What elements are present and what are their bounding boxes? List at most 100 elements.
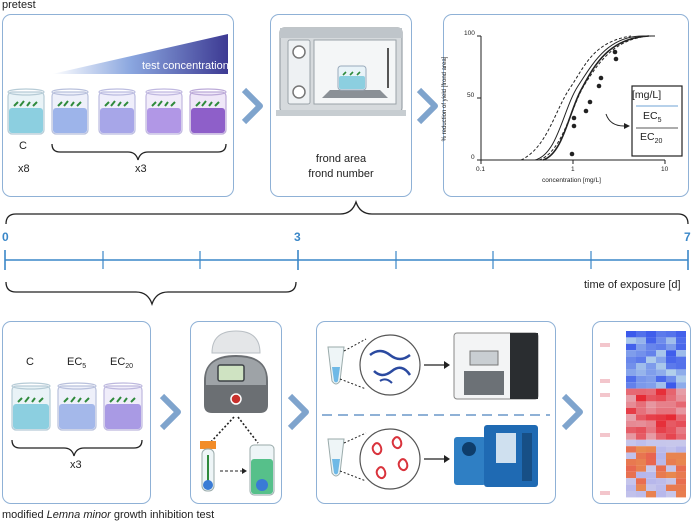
heatmap-cell <box>676 401 686 408</box>
heatmap-cell <box>646 395 656 402</box>
heatmap-cell <box>626 459 636 466</box>
heatmap-cell <box>666 484 676 491</box>
heatmap-cell <box>676 343 686 351</box>
heatmap-cell <box>646 331 656 338</box>
heatmap-cell <box>636 478 646 485</box>
heatmap-cell <box>636 459 646 466</box>
mod-ec5-label: EC5 <box>67 356 86 370</box>
heatmap-cell <box>666 369 676 376</box>
heatmap-cell <box>626 478 636 485</box>
heatmap-cell <box>636 433 646 440</box>
heatmap-annotation-mark <box>600 393 610 397</box>
heatmap-cell <box>666 427 676 434</box>
heatmap-cell <box>666 491 676 498</box>
legend-ec20: EC20 <box>640 131 662 145</box>
heatmap-cell <box>626 420 636 427</box>
heatmap-cell <box>646 350 656 357</box>
heatmap-cell <box>656 446 666 453</box>
heatmap-cell <box>646 420 656 427</box>
heatmap-cell <box>626 446 636 453</box>
legend-ec5: EC5 <box>643 110 662 124</box>
legend-ec20-base: EC <box>640 131 655 143</box>
legend-ec20-sub: 20 <box>654 138 663 146</box>
heatmap-cell <box>666 356 676 363</box>
heatmap-cell <box>676 484 686 491</box>
heatmap-cell <box>636 427 646 434</box>
heatmap-cell <box>636 331 646 338</box>
heatmap-cell <box>626 452 636 459</box>
heatmap-cell <box>666 337 676 344</box>
control-label: C <box>19 140 27 152</box>
heatmap-cell <box>676 337 686 344</box>
caption-before: modified <box>2 509 47 521</box>
heatmap <box>600 331 686 498</box>
heatmap-cell <box>646 459 656 466</box>
heatmap-cell <box>666 407 676 415</box>
gradient-label: test concentration <box>142 60 229 72</box>
heatmap-annotation-mark <box>600 379 610 383</box>
legend-ec5-base: EC <box>643 110 658 122</box>
heatmap-annotation-mark <box>600 433 610 437</box>
concentration-gradient <box>52 34 228 74</box>
arrow-right-3 <box>159 393 181 431</box>
heatmap-cell <box>666 375 676 383</box>
heatmap-cell <box>646 407 656 415</box>
heatmap-cell <box>636 452 646 459</box>
mod-count: x3 <box>70 459 82 471</box>
heatmap-cell <box>646 382 656 389</box>
heatmap-cell <box>666 350 676 357</box>
heatmap-cell <box>666 401 676 408</box>
heatmap-cell <box>636 484 646 491</box>
arrow-right-5 <box>561 393 583 431</box>
heatmap-cell <box>646 401 656 408</box>
x-tick-1: 1 <box>571 166 575 173</box>
heatmap-cell <box>656 414 666 421</box>
heatmap-cell <box>656 459 666 466</box>
heatmap-cell <box>656 382 666 389</box>
beaker-ec20 <box>103 382 143 431</box>
heatmap-cell <box>636 388 646 395</box>
heatmap-cell <box>626 337 636 344</box>
heatmap-cell <box>646 356 656 363</box>
heatmap-cell <box>676 414 686 421</box>
heatmap-cell <box>646 478 656 485</box>
extraction-illustration <box>200 330 275 496</box>
heatmap-cell <box>626 491 636 498</box>
heatmap-cell <box>676 363 686 370</box>
heatmap-cell <box>666 465 676 472</box>
heatmap-cell <box>626 427 636 434</box>
heatmap-cell <box>676 356 686 363</box>
heatmap-cell <box>656 375 666 383</box>
heatmap-cell <box>646 427 656 434</box>
heatmap-cell <box>636 439 646 447</box>
omics-illustration <box>322 332 550 490</box>
heatmap-cell <box>646 388 656 395</box>
heatmap-cell <box>626 343 636 351</box>
timeline-mid: 3 <box>294 230 301 244</box>
heatmap-cell <box>676 350 686 357</box>
heatmap-cell <box>646 433 656 440</box>
heatmap-cell <box>666 414 676 421</box>
beaker-conc-1 <box>51 88 89 135</box>
heatmap-cell <box>666 395 676 402</box>
heatmap-cell <box>656 478 666 485</box>
heatmap-cell <box>636 414 646 421</box>
arrow-right-4 <box>287 393 309 431</box>
heatmap-cell <box>656 427 666 434</box>
heatmap-cell <box>636 420 646 427</box>
heatmap-cell <box>666 459 676 466</box>
heatmap-cell <box>626 350 636 357</box>
heatmap-cell <box>626 331 636 338</box>
heatmap-cell <box>626 465 636 472</box>
heatmap-cell <box>626 369 636 376</box>
control-count: x8 <box>18 163 30 175</box>
caption-after: growth inhibition test <box>110 509 215 521</box>
heatmap-cell <box>656 356 666 363</box>
heatmap-cell <box>636 350 646 357</box>
heatmap-cell <box>666 433 676 440</box>
mod-ec20-base: EC <box>110 356 126 368</box>
heatmap-cell <box>646 484 656 491</box>
heatmap-cell <box>656 407 666 415</box>
heatmap-cell <box>656 452 666 459</box>
heatmap-cell <box>666 452 676 459</box>
